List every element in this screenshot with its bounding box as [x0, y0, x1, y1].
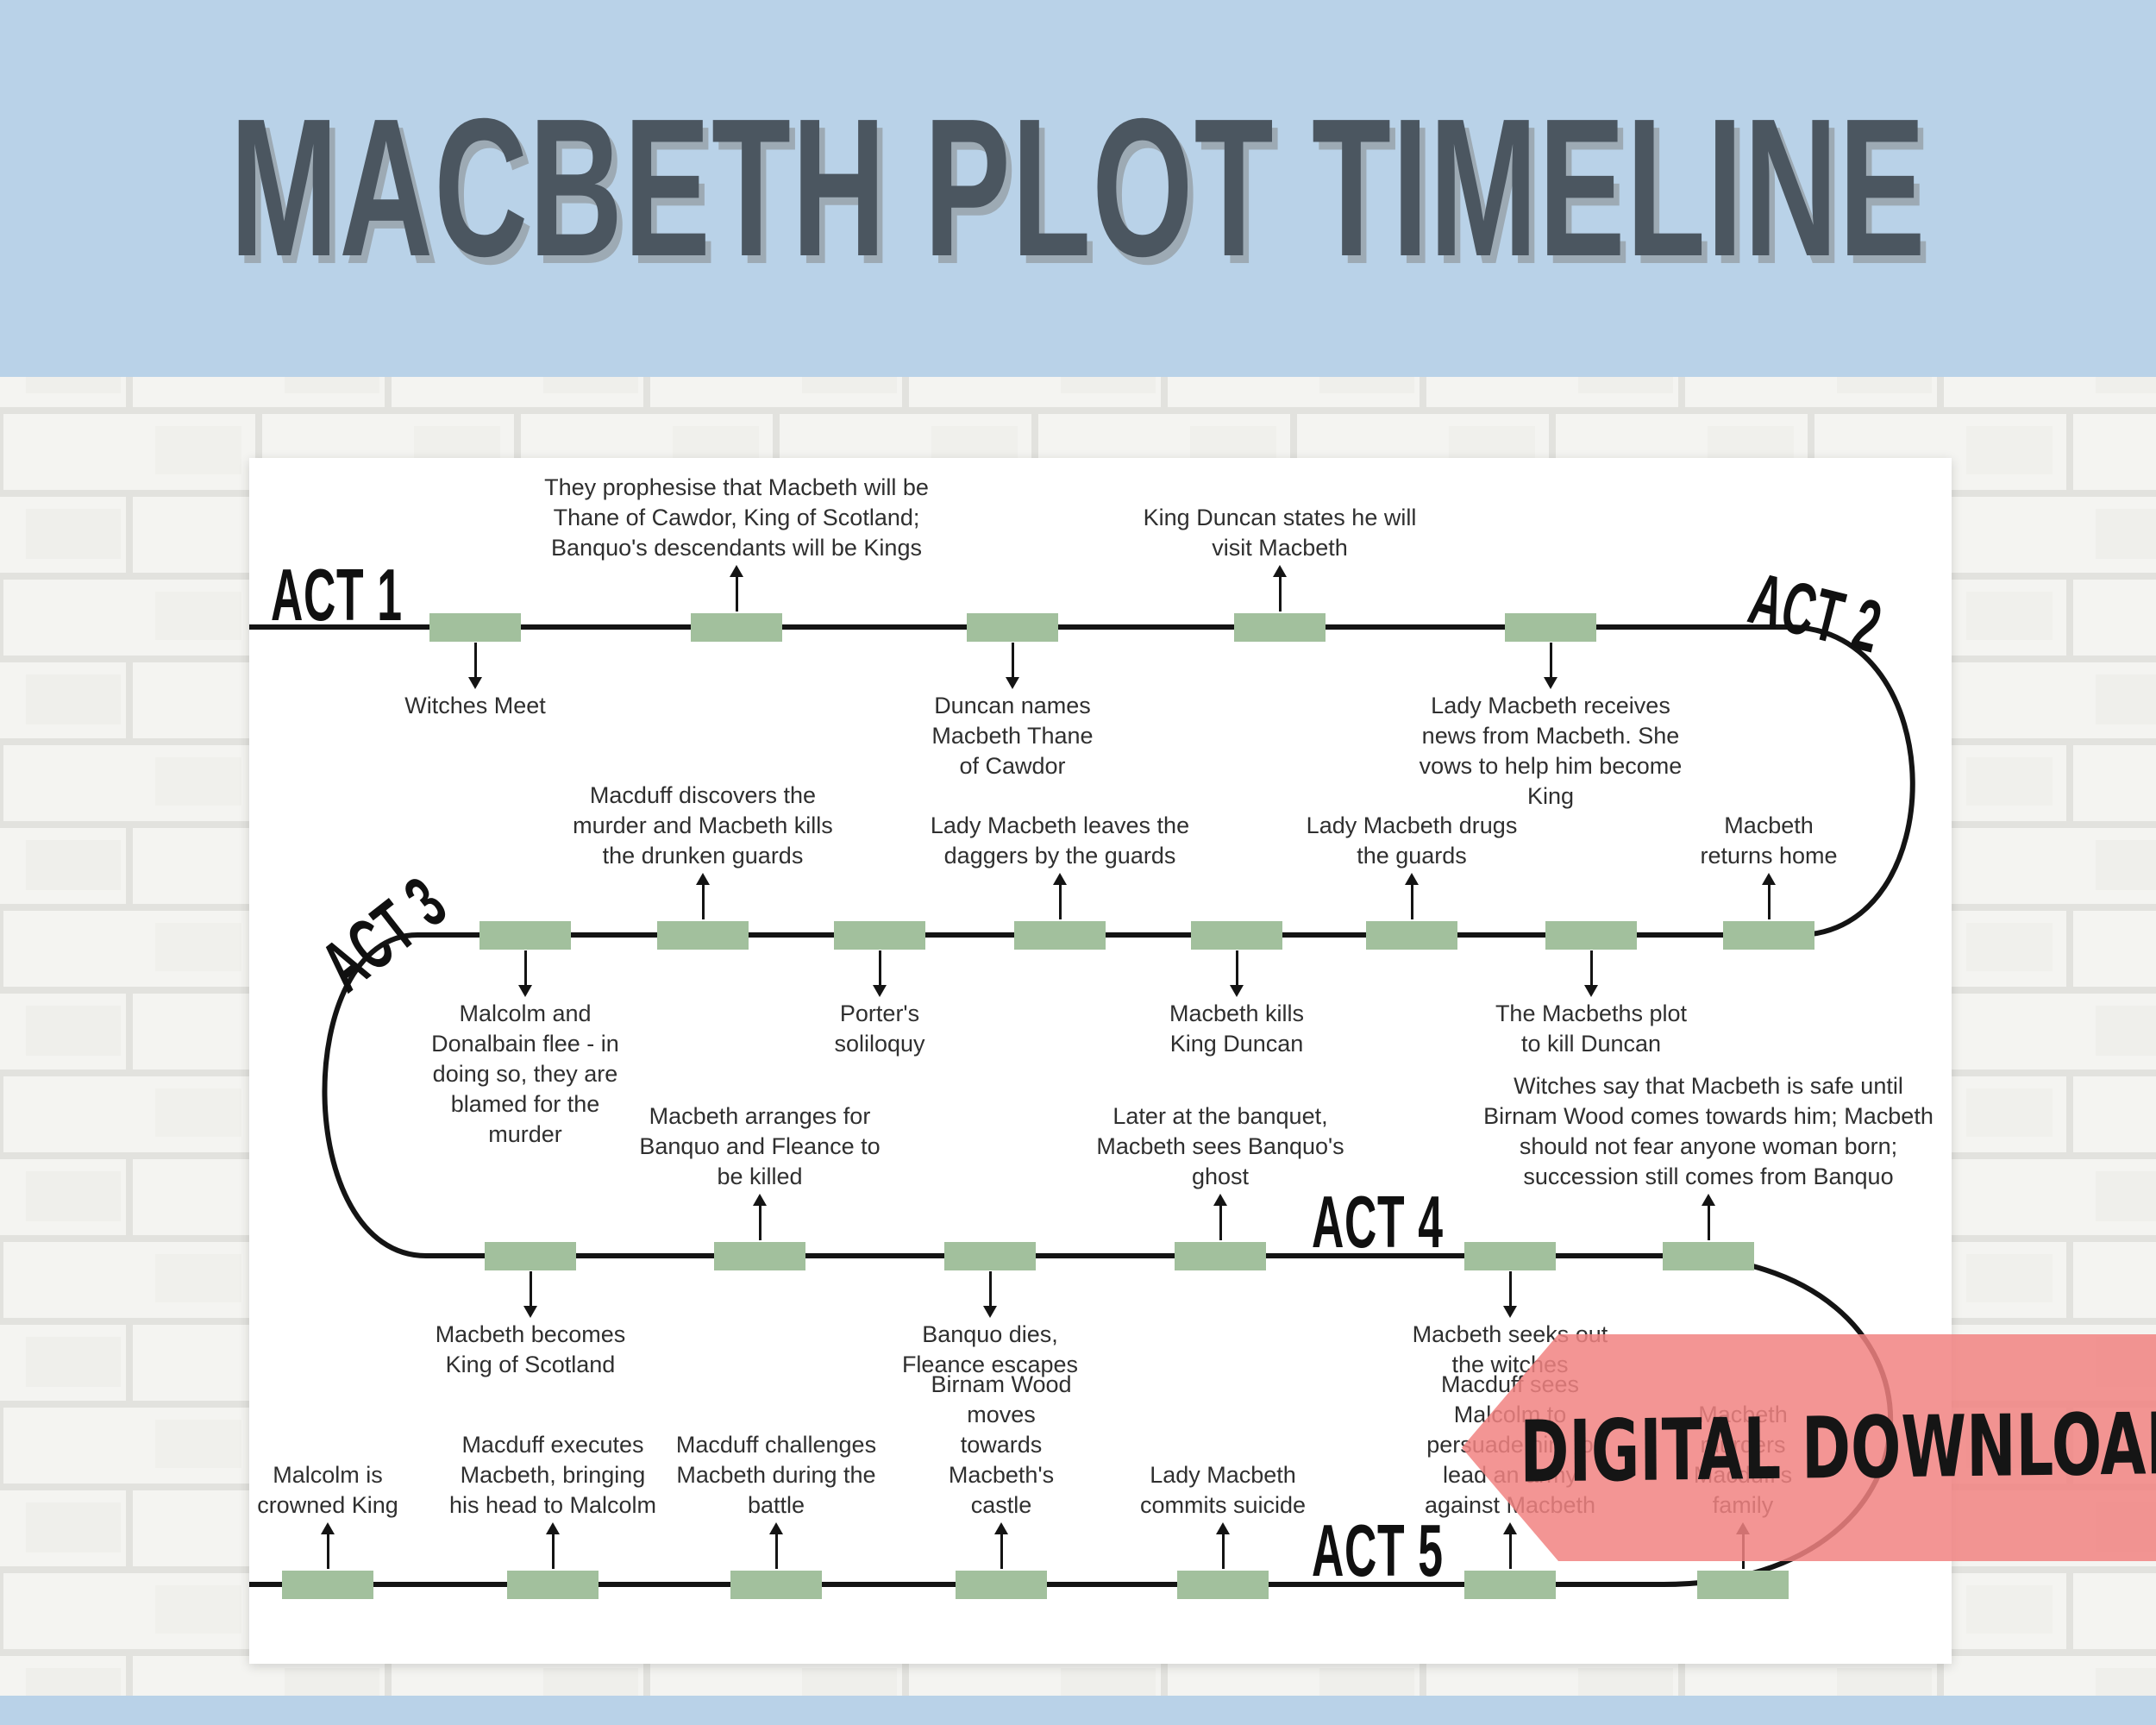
timeline-marker	[944, 1242, 1036, 1270]
event-label: Lady Macbeth commits suicide	[1139, 1461, 1307, 1518]
event-label: Witches say that Macbeth is safe until B…	[1483, 1072, 1934, 1189]
arrow-up-icon	[1216, 1522, 1230, 1569]
timeline-marker	[1177, 1571, 1269, 1599]
timeline-marker	[1464, 1242, 1556, 1270]
event-label: Witches Meet	[404, 693, 546, 718]
event-label: Macbeth returns home	[1700, 812, 1838, 869]
ribbon-label: DIGITAL DOWNLOAD	[1519, 1393, 2156, 1502]
timeline-marker	[956, 1571, 1047, 1599]
arrow-down-icon	[1584, 950, 1598, 997]
digital-download-ribbon: DIGITAL DOWNLOAD	[1462, 1334, 2156, 1561]
arrow-down-icon	[873, 950, 887, 997]
event-label: Birnam Wood moves towards Macbeth's cast…	[931, 1371, 1072, 1518]
event-label: Macbeth kills King Duncan	[1169, 1000, 1305, 1057]
bottom-blue-strip	[0, 1696, 2156, 1725]
arrow-up-icon	[1702, 1194, 1715, 1240]
arrow-down-icon	[468, 643, 482, 689]
timeline-marker	[1545, 921, 1637, 950]
timeline-marker	[479, 921, 571, 950]
timeline-marker	[1464, 1571, 1556, 1599]
event-label: They prophesise that Macbeth will be Tha…	[544, 474, 929, 561]
arrow-up-icon	[1405, 873, 1419, 919]
timeline-poster: Witches Meet They prophesise that Macbeth…	[249, 458, 1952, 1664]
event-label: Lady Macbeth leaves the daggers by the g…	[930, 812, 1190, 869]
arrow-down-icon	[1230, 950, 1244, 997]
act-label-act-1: ACT 1	[271, 554, 403, 637]
timeline-marker	[657, 921, 749, 950]
event-label: Porter's soliloquy	[834, 1000, 925, 1057]
arrow-down-icon	[1503, 1271, 1517, 1318]
event-label: Malcolm is crowned King	[257, 1461, 398, 1518]
arrow-up-icon	[730, 565, 743, 612]
page-title: MACBETH PLOT TIMELINE	[229, 78, 1927, 298]
event-label: Later at the banquet, Macbeth sees Banqu…	[1096, 1102, 1344, 1189]
event-label: Lady Macbeth receives news from Macbeth.…	[1419, 693, 1683, 810]
timeline-marker	[1175, 1242, 1266, 1270]
act-label-act-5: ACT 5	[1312, 1509, 1444, 1593]
timeline-marker	[1366, 921, 1457, 950]
act-label-act-4: ACT 4	[1312, 1181, 1444, 1264]
arrow-up-icon	[1273, 565, 1287, 612]
arrow-up-icon	[1213, 1194, 1227, 1240]
timeline-marker	[507, 1571, 599, 1599]
arrow-up-icon	[1053, 873, 1067, 919]
timeline-marker	[730, 1571, 822, 1599]
event-label: Banquo dies, Fleance escapes	[901, 1321, 1079, 1378]
timeline-marker	[691, 613, 782, 642]
arrow-down-icon	[983, 1271, 997, 1318]
timeline-marker	[1663, 1242, 1754, 1270]
arrow-up-icon	[769, 1522, 783, 1569]
timeline-marker	[282, 1571, 373, 1599]
timeline-marker	[1191, 921, 1282, 950]
event-label: King Duncan states he will visit Macbeth	[1143, 504, 1417, 561]
event-label: Macduff executes Macbeth, bringing his h…	[448, 1431, 657, 1518]
timeline-marker	[967, 613, 1058, 642]
arrow-up-icon	[1762, 873, 1776, 919]
arrow-up-icon	[546, 1522, 560, 1569]
arrow-down-icon	[1006, 643, 1019, 689]
event-label: Malcolm and Donalbain flee - in doing so…	[431, 1000, 619, 1148]
timeline-marker	[485, 1242, 576, 1270]
timeline-marker	[714, 1242, 805, 1270]
event-label: Duncan names Macbeth Thane of Cawdor	[931, 693, 1094, 780]
arrow-down-icon	[1544, 643, 1557, 689]
arrow-down-icon	[523, 1271, 537, 1318]
arrow-down-icon	[518, 950, 532, 997]
timeline-marker	[834, 921, 925, 950]
event-label: The Macbeths plot to kill Duncan	[1495, 1000, 1688, 1057]
arrow-up-icon	[753, 1194, 767, 1240]
arrow-up-icon	[321, 1522, 335, 1569]
arrow-up-icon	[696, 873, 710, 919]
timeline-marker	[1697, 1571, 1789, 1599]
event-label: Macbeth arranges for Banquo and Fleance …	[639, 1102, 881, 1189]
event-label: Macbeth becomes King of Scotland	[435, 1321, 626, 1378]
event-label: Macduff discovers the murder and Macbeth…	[573, 781, 833, 869]
event-label: Macduff challenges Macbeth during the ba…	[675, 1431, 877, 1518]
timeline-marker	[1723, 921, 1814, 950]
timeline-marker	[1234, 613, 1326, 642]
title-banner: MACBETH PLOT TIMELINE	[0, 0, 2156, 377]
timeline-marker	[429, 613, 521, 642]
timeline-marker	[1505, 613, 1596, 642]
timeline-marker	[1014, 921, 1106, 950]
arrow-up-icon	[994, 1522, 1008, 1569]
event-label: Lady Macbeth drugs the guards	[1306, 812, 1518, 869]
arrow-up-icon	[1503, 1522, 1517, 1569]
